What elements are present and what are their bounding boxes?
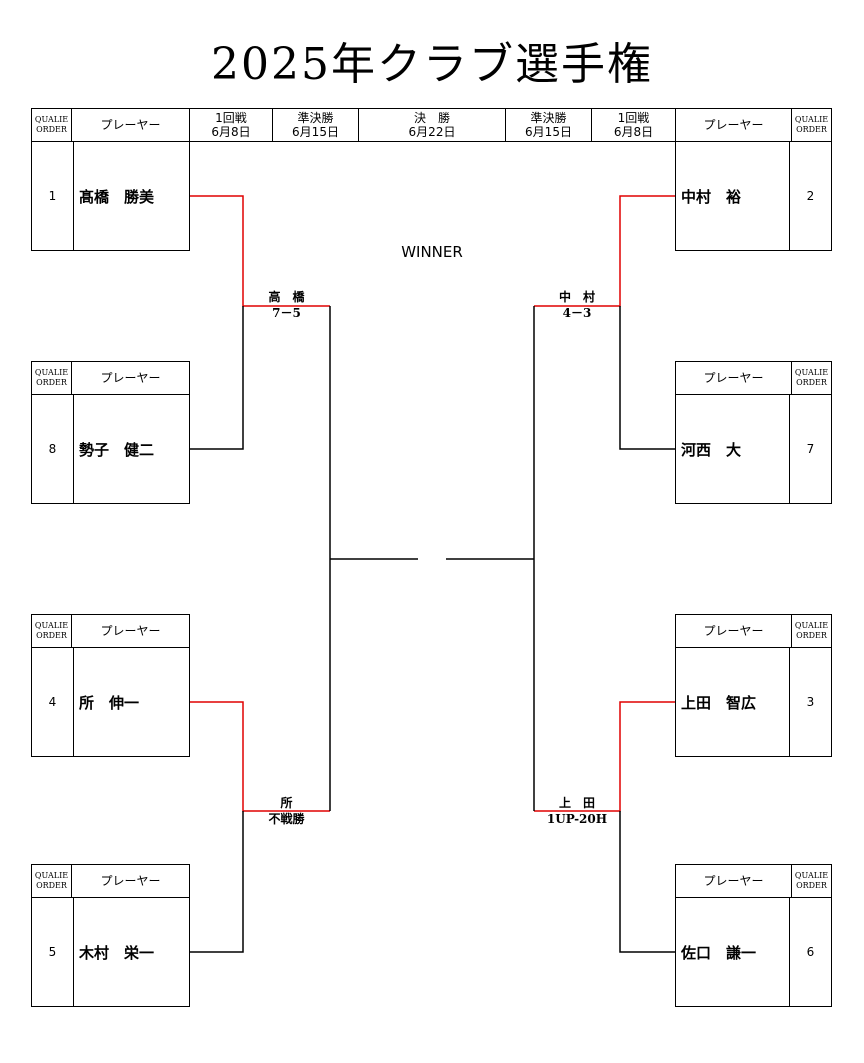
qualie-label-1: QUALIE (34, 871, 69, 880)
seed-number: 1 (32, 142, 74, 250)
qualie-label-1: QUALIE (34, 368, 69, 377)
qualie-label-2: ORDER (796, 881, 827, 890)
match-score: 4－3 (562, 306, 592, 320)
player-name: 中村 裕 (681, 187, 742, 206)
bracket-line (619, 306, 675, 450)
player-card-right-1: 中村 裕 2 (675, 141, 832, 251)
header-player-left: プレーヤー (71, 108, 190, 142)
seed-number: 7 (789, 395, 831, 503)
qualie-order-header: QUALIE ORDER (31, 361, 72, 395)
player-name: 木村 栄一 (79, 943, 155, 962)
round-name: 決 勝 (413, 111, 450, 125)
seed-number: 8 (32, 395, 74, 503)
qualie-label-1: QUALIE (34, 115, 69, 124)
qualie-label-2: ORDER (36, 631, 67, 640)
player-card-right-2: 河西 大 7 (675, 394, 832, 504)
header-final: 決 勝 6月22日 (358, 108, 506, 142)
player-name: 河西 大 (681, 440, 742, 459)
player-header: プレーヤー (675, 361, 792, 395)
player-header: プレーヤー (675, 614, 792, 648)
qualie-order-header: QUALIE ORDER (791, 614, 832, 648)
winner-label: WINNER (401, 243, 463, 261)
match-score: 不戦勝 (268, 812, 305, 826)
header-qualie-order-right: QUALIE ORDER (791, 108, 832, 142)
bracket-line (619, 811, 675, 953)
player-card-right-3: 上田 智広 3 (675, 647, 832, 757)
match-result-left-2: 所 不戦勝 (243, 795, 330, 827)
player-header: プレーヤー (71, 361, 190, 395)
round-name: 1回戦 (215, 111, 247, 125)
player-name: 所 伸一 (79, 693, 140, 712)
player-label: プレーヤー (703, 624, 764, 638)
qualie-label-2: ORDER (36, 378, 67, 387)
player-card-left-4: 5 木村 栄一 (31, 897, 190, 1007)
round-date: 6月15日 (292, 125, 339, 139)
round-name: 準決勝 (297, 111, 334, 125)
player-label: プレーヤー (703, 874, 764, 888)
header-qualie-order-left: QUALIE ORDER (31, 108, 72, 142)
round-name: 1回戦 (617, 111, 650, 125)
player-name: 髙橋 勝美 (79, 187, 155, 206)
seed-number: 5 (32, 898, 74, 1006)
seed-number: 3 (789, 648, 831, 756)
match-winner: 所 (280, 796, 293, 810)
qualie-label-1: QUALIE (794, 368, 829, 377)
qualie-label-1: QUALIE (794, 621, 829, 630)
player-header: プレーヤー (675, 864, 792, 898)
match-result-right-2: 上 田 1UP-20H (527, 795, 627, 827)
player-card-right-4: 佐口 謙一 6 (675, 897, 832, 1007)
qualie-label-2: ORDER (796, 378, 827, 387)
round-date: 6月22日 (408, 125, 456, 139)
player-header: プレーヤー (71, 614, 190, 648)
qualie-label-1: QUALIE (794, 115, 829, 124)
round-name: 準決勝 (530, 111, 567, 125)
match-result-right-1: 中 村 4－3 (534, 289, 620, 321)
qualie-label-2: ORDER (36, 125, 67, 134)
header-semifinal-left: 準決勝 6月15日 (272, 108, 359, 142)
player-label: プレーヤー (100, 874, 161, 888)
page-title: 2025年クラブ選手権 (211, 39, 653, 90)
player-label: プレーヤー (100, 118, 161, 132)
player-name: 勢子 健二 (79, 440, 155, 459)
match-score: 7－5 (272, 306, 301, 320)
match-winner: 中 村 (558, 290, 595, 304)
bracket-line (190, 306, 244, 450)
player-label: プレーヤー (703, 118, 764, 132)
seed-number: 4 (32, 648, 74, 756)
round-date: 6月8日 (211, 125, 251, 139)
player-card-left-1: 1 髙橋 勝美 (31, 141, 190, 251)
bracket-line-advance (534, 701, 675, 812)
seed-number: 2 (789, 142, 831, 250)
player-label: プレーヤー (703, 371, 764, 385)
qualie-label-2: ORDER (36, 881, 67, 890)
player-name: 上田 智広 (681, 693, 757, 712)
qualie-label-1: QUALIE (34, 621, 69, 630)
seed-number: 6 (789, 898, 831, 1006)
match-winner: 上 田 (558, 796, 595, 810)
header-semifinal-right: 準決勝 6月15日 (505, 108, 592, 142)
bracket-line-advance (190, 701, 330, 812)
bracket-line-advance (190, 195, 330, 307)
qualie-label-2: ORDER (796, 125, 827, 134)
qualie-order-header: QUALIE ORDER (31, 864, 72, 898)
player-label: プレーヤー (100, 624, 161, 638)
qualie-label-2: ORDER (796, 631, 827, 640)
match-score: 1UP-20H (546, 812, 608, 826)
header-round-1-right: 1回戦 6月8日 (591, 108, 676, 142)
bracket-line-advance (534, 195, 675, 307)
player-name: 佐口 謙一 (681, 943, 757, 962)
player-label: プレーヤー (100, 371, 161, 385)
player-card-left-3: 4 所 伸一 (31, 647, 190, 757)
round-date: 6月15日 (525, 125, 572, 139)
qualie-label-1: QUALIE (794, 871, 829, 880)
player-card-left-2: 8 勢子 健二 (31, 394, 190, 504)
match-winner: 高 橋 (268, 290, 305, 304)
round-date: 6月8日 (613, 125, 654, 139)
match-result-left-1: 高 橋 7－5 (243, 289, 330, 321)
bracket-line (190, 811, 244, 953)
